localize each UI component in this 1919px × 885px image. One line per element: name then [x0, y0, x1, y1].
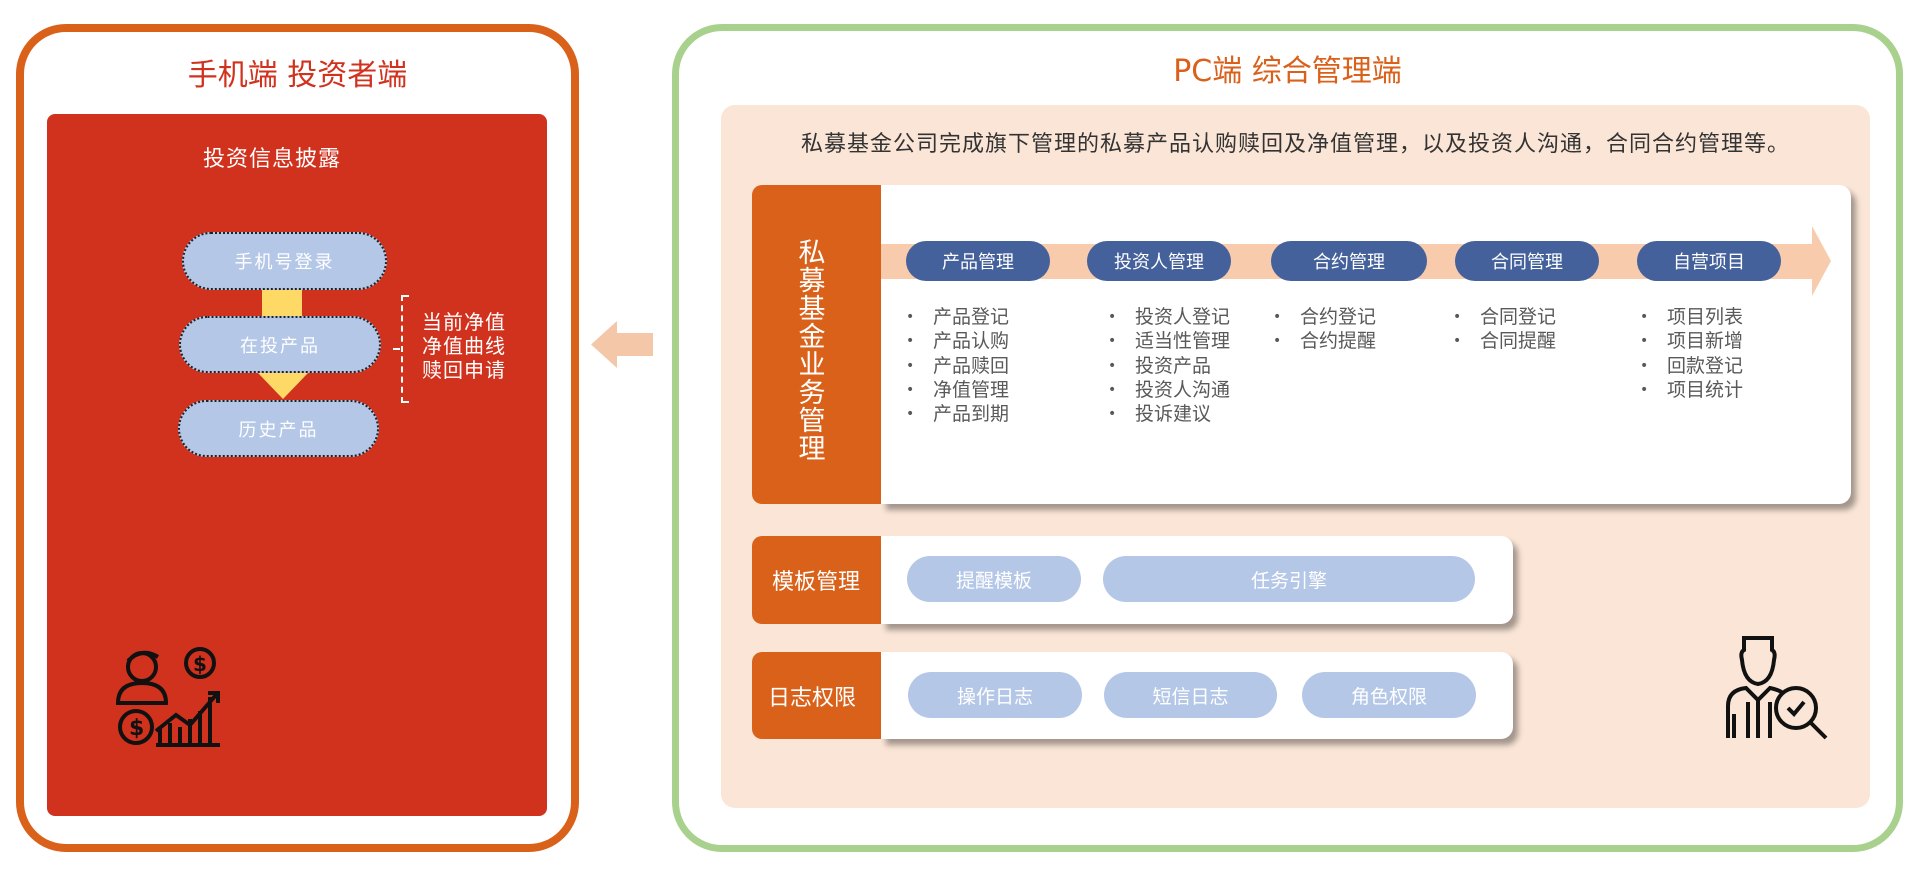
pc-title: PC端 综合管理端: [1173, 54, 1402, 89]
flow-current-products[interactable]: 在投产品: [179, 316, 381, 373]
task-engine-button[interactable]: 任务引擎: [1103, 556, 1475, 602]
list-item[interactable]: 合同登记: [1453, 305, 1556, 329]
logs-label: 日志权限: [752, 652, 892, 739]
list-item[interactable]: 投资产品: [1108, 354, 1230, 378]
bracket: [401, 295, 409, 403]
list-item[interactable]: 投资人登记: [1108, 305, 1230, 329]
module-investor[interactable]: 投资人管理: [1087, 241, 1231, 281]
list-item[interactable]: 合同提醒: [1453, 329, 1556, 353]
sms-log-button[interactable]: 短信日志: [1104, 672, 1277, 718]
flow-login[interactable]: 手机号登录: [182, 232, 387, 290]
product-details: 当前净值 净值曲线 赎回申请: [422, 310, 506, 382]
module-own-projects[interactable]: 自营项目: [1637, 241, 1781, 281]
operation-log-button[interactable]: 操作日志: [908, 672, 1082, 718]
investor-items: 投资人登记 适当性管理 投资产品 投资人沟通 投诉建议: [1108, 305, 1230, 426]
detail-item: 当前净值: [422, 310, 506, 334]
investor-disclosure-box: [47, 114, 547, 816]
manager-audit-icon: [1726, 636, 1828, 740]
list-item[interactable]: 净值管理: [906, 378, 1009, 402]
list-item[interactable]: 项目列表: [1640, 305, 1743, 329]
list-item[interactable]: 产品到期: [906, 402, 1009, 426]
flow-connector: [262, 290, 302, 316]
agreement-items: 合约登记 合约提醒: [1273, 305, 1376, 354]
mobile-title: 手机端 投资者端: [187, 58, 408, 93]
list-item[interactable]: 合约提醒: [1273, 329, 1376, 353]
mobile-panel: [16, 24, 579, 852]
reminder-template-button[interactable]: 提醒模板: [907, 556, 1081, 602]
list-item[interactable]: 回款登记: [1640, 354, 1743, 378]
flow-history-products[interactable]: 历史产品: [178, 400, 379, 457]
investor-growth-icon: $ $: [116, 647, 220, 747]
pc-panel: [672, 24, 1903, 852]
list-item[interactable]: 投资人沟通: [1108, 378, 1230, 402]
left-arrow-icon: [591, 321, 653, 368]
list-item[interactable]: 合约登记: [1273, 305, 1376, 329]
svg-text:$: $: [193, 652, 207, 676]
pc-description: 私募基金公司完成旗下管理的私募产品认购赎回及净值管理，以及投资人沟通，合同合约管…: [800, 132, 1790, 157]
list-item[interactable]: 产品赎回: [906, 354, 1009, 378]
list-item[interactable]: 项目新增: [1640, 329, 1743, 353]
detail-item: 净值曲线: [422, 334, 506, 358]
detail-item: 赎回申请: [422, 358, 506, 382]
disclosure-title: 投资信息披露: [203, 147, 342, 172]
list-item[interactable]: 产品登记: [906, 305, 1009, 329]
svg-text:$: $: [129, 716, 144, 741]
list-item[interactable]: 适当性管理: [1108, 329, 1230, 353]
flow-arrow-down: [258, 373, 308, 399]
product-items: 产品登记 产品认购 产品赎回 净值管理 产品到期: [906, 305, 1009, 426]
template-label: 模板管理: [752, 536, 892, 624]
business-label-block: [752, 185, 892, 504]
list-item[interactable]: 投诉建议: [1108, 402, 1230, 426]
contract-items: 合同登记 合同提醒: [1453, 305, 1556, 354]
project-items: 项目列表 项目新增 回款登记 项目统计: [1640, 305, 1743, 402]
module-agreement[interactable]: 合约管理: [1271, 241, 1427, 281]
list-item[interactable]: 项目统计: [1640, 378, 1743, 402]
module-product[interactable]: 产品管理: [906, 241, 1050, 281]
role-permission-button[interactable]: 角色权限: [1302, 672, 1476, 718]
list-item[interactable]: 产品认购: [906, 329, 1009, 353]
bracket-tick: [393, 348, 400, 350]
business-label: 私募基金业务管理: [798, 238, 826, 465]
module-contract[interactable]: 合同管理: [1455, 241, 1599, 281]
